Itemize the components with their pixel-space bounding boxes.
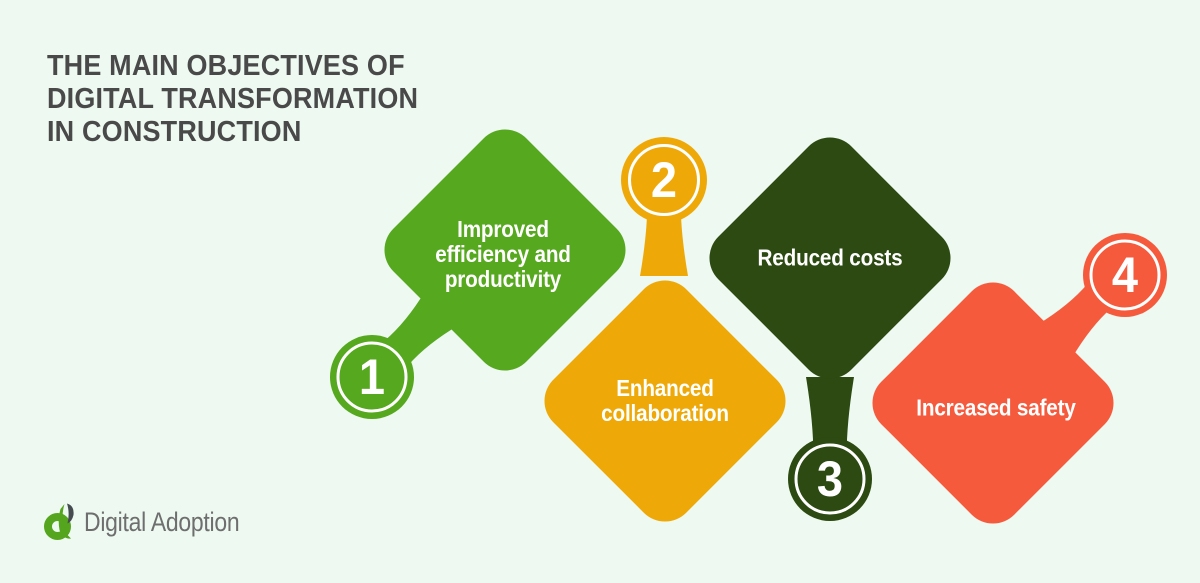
- objective-label-2: Enhanced collaboration: [601, 375, 729, 426]
- objective-shape-4: [872, 233, 1167, 524]
- objective-shape-1: [330, 129, 626, 419]
- diamond-shape-4: [872, 282, 1114, 524]
- number-badge-circle-4: [1083, 233, 1167, 317]
- badge-ring-4: [1089, 239, 1161, 311]
- diamond-shape-1: [384, 129, 626, 371]
- number-badge-circle-1: [330, 335, 414, 419]
- objective-label-1: Improved efficiency and productivity: [435, 215, 571, 292]
- objective-number-2: 2: [650, 152, 678, 208]
- badge-ring-1: [336, 341, 408, 413]
- diamond-shape-3: [709, 137, 951, 379]
- objective-shape-2: [544, 137, 786, 522]
- number-badge-circle-3: [788, 437, 872, 521]
- objective-number-4: 4: [1111, 247, 1139, 303]
- objective-number-3: 3: [816, 451, 844, 507]
- badge-ring-2: [628, 144, 700, 216]
- page-title: THE MAIN OBJECTIVES OF DIGITAL TRANSFORM…: [47, 50, 419, 148]
- digital-adoption-logo-icon: [44, 503, 74, 540]
- logo-text: Digital Adoption: [84, 506, 240, 537]
- brand-logo: Digital Adoption: [44, 502, 267, 542]
- number-badge-circle-2: [621, 137, 707, 223]
- objective-label-3: Reduced costs: [757, 244, 903, 271]
- diamond-shape-2: [544, 280, 786, 522]
- objective-label-4: Increased safety: [916, 394, 1076, 421]
- badge-ring-3: [794, 443, 866, 515]
- objective-number-1: 1: [358, 349, 386, 405]
- objective-shape-3: [709, 137, 951, 521]
